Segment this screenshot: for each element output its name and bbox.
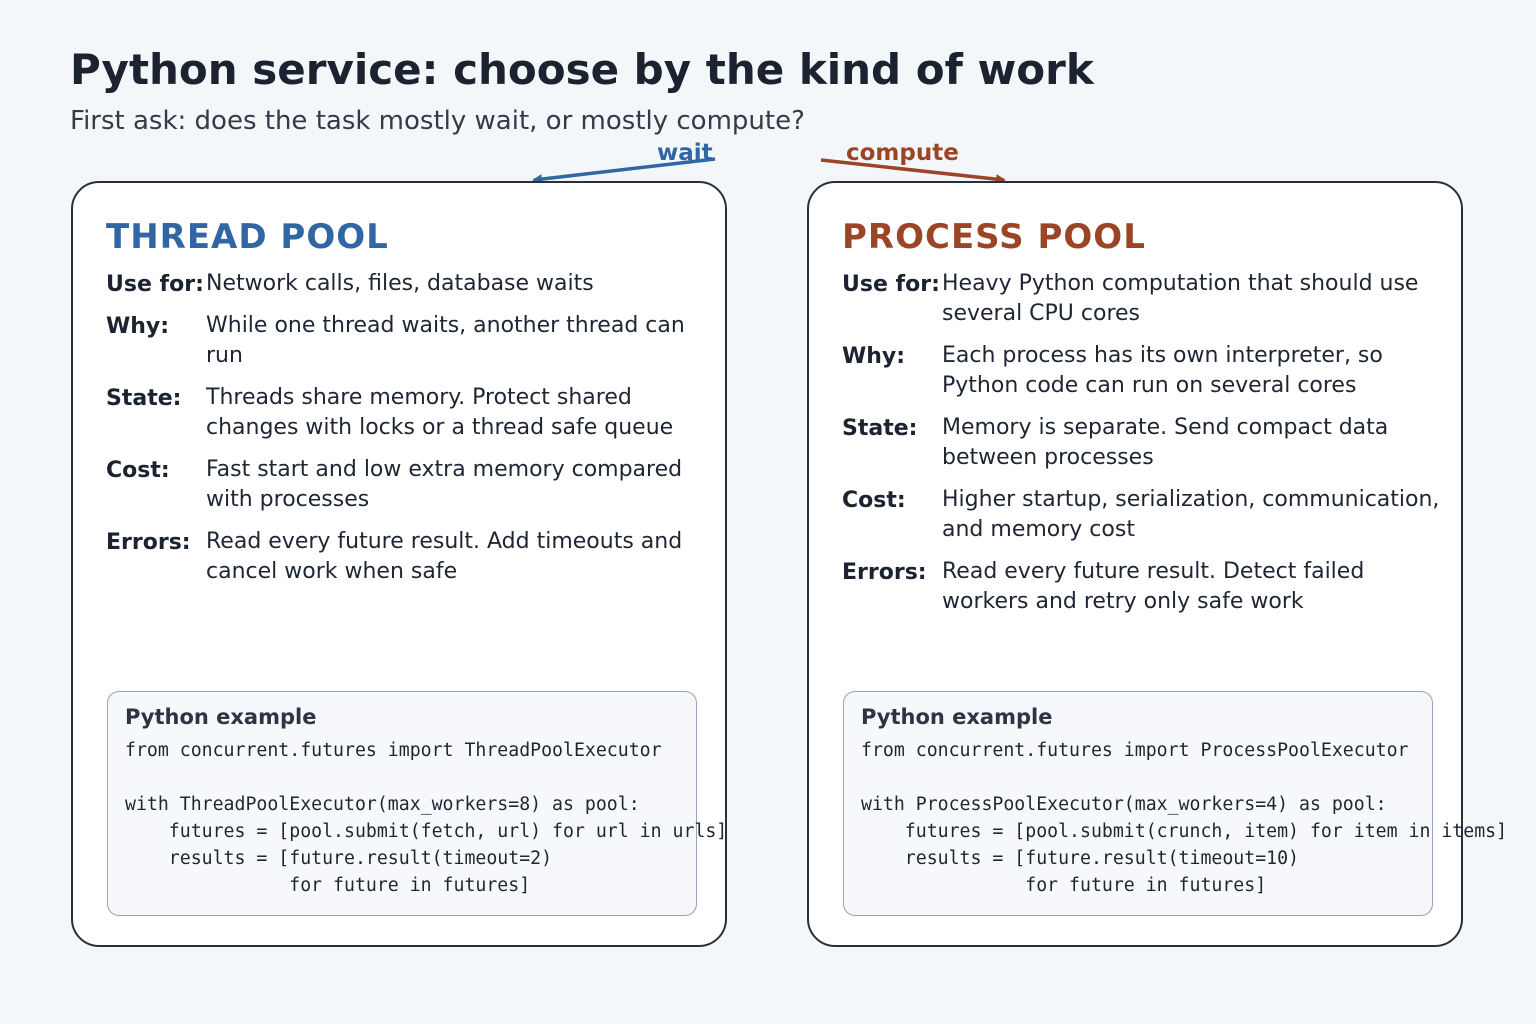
wait-arrow-label: wait bbox=[657, 140, 713, 166]
page-title: Python service: choose by the kind of wo… bbox=[70, 45, 1094, 94]
row-text: Heavy Python computation that should use… bbox=[942, 271, 1419, 326]
code-line bbox=[861, 764, 1507, 791]
thread-row-why: Why: While one thread waits, another thr… bbox=[106, 311, 706, 371]
code-line: from concurrent.futures import ProcessPo… bbox=[861, 740, 1409, 761]
row-text: While one thread waits, another thread c… bbox=[206, 313, 685, 368]
thread-row-errors: Errors: Read every future result. Add ti… bbox=[106, 527, 706, 587]
process-row-cost: Cost: Higher startup, serialization, com… bbox=[842, 485, 1442, 545]
row-label: Cost: bbox=[106, 458, 170, 483]
code-line: futures = [pool.submit(fetch, url) for u… bbox=[125, 821, 728, 842]
row-label: Why: bbox=[106, 314, 170, 339]
code-line: with ProcessPoolExecutor(max_workers=4) … bbox=[861, 794, 1387, 815]
code-line bbox=[125, 764, 727, 791]
code-block: from concurrent.futures import ThreadPoo… bbox=[125, 737, 727, 899]
row-text: Threads share memory. Protect shared cha… bbox=[206, 385, 674, 440]
row-label: Cost: bbox=[842, 488, 906, 513]
row-label: Errors: bbox=[106, 530, 191, 555]
thread-row-state: State: Threads share memory. Protect sha… bbox=[106, 383, 706, 443]
code-example-title: Python example bbox=[125, 705, 317, 729]
process-row-errors: Errors: Read every future result. Detect… bbox=[842, 557, 1442, 617]
compute-arrow-label: compute bbox=[846, 140, 959, 166]
code-line: for future in futures] bbox=[125, 875, 531, 896]
page-subtitle: First ask: does the task mostly wait, or… bbox=[70, 106, 805, 136]
thread-code-example: Python example from concurrent.futures i… bbox=[107, 691, 727, 916]
process-pool-title: PROCESS POOL bbox=[842, 217, 1146, 257]
code-line: futures = [pool.submit(crunch, item) for… bbox=[861, 821, 1508, 842]
row-label: Use for: bbox=[106, 272, 204, 297]
row-label: State: bbox=[106, 386, 182, 411]
decision-arrows bbox=[532, 157, 1006, 185]
row-text: Read every future result. Add timeouts a… bbox=[206, 529, 683, 584]
code-line: results = [future.result(timeout=10) bbox=[861, 848, 1299, 869]
code-line: results = [future.result(timeout=2) bbox=[125, 848, 553, 869]
row-label: State: bbox=[842, 416, 918, 441]
row-text: Higher startup, serialization, communica… bbox=[942, 487, 1440, 542]
row-label: Errors: bbox=[842, 560, 927, 585]
code-block: from concurrent.futures import ProcessPo… bbox=[861, 737, 1507, 899]
row-text: Network calls, files, database waits bbox=[206, 271, 594, 296]
row-text: Read every future result. Detect failed … bbox=[942, 559, 1365, 614]
row-text: Fast start and low extra memory compared… bbox=[206, 457, 683, 512]
thread-pool-title: THREAD POOL bbox=[106, 217, 389, 257]
row-text: Memory is separate. Send compact data be… bbox=[942, 415, 1389, 470]
code-line: for future in futures] bbox=[861, 875, 1267, 896]
code-line: with ThreadPoolExecutor(max_workers=8) a… bbox=[125, 794, 640, 815]
code-line: from concurrent.futures import ThreadPoo… bbox=[125, 740, 662, 761]
thread-pool-rows: Use for: Network calls, files, database … bbox=[106, 269, 706, 599]
process-row-use-for: Use for: Heavy Python computation that s… bbox=[842, 269, 1442, 329]
code-example-title: Python example bbox=[861, 705, 1053, 729]
thread-pool-card: THREAD POOL Use for: Network calls, file… bbox=[71, 181, 727, 947]
process-pool-rows: Use for: Heavy Python computation that s… bbox=[842, 269, 1442, 629]
row-label: Use for: bbox=[842, 272, 940, 297]
process-pool-card: PROCESS POOL Use for: Heavy Python compu… bbox=[807, 181, 1507, 947]
process-row-state: State: Memory is separate. Send compact … bbox=[842, 413, 1442, 473]
thread-row-use-for: Use for: Network calls, files, database … bbox=[106, 269, 706, 299]
process-row-why: Why: Each process has its own interprete… bbox=[842, 341, 1442, 401]
process-code-example: Python example from concurrent.futures i… bbox=[843, 691, 1507, 916]
row-text: Each process has its own interpreter, so… bbox=[942, 343, 1383, 398]
row-label: Why: bbox=[842, 344, 906, 369]
thread-row-cost: Cost: Fast start and low extra memory co… bbox=[106, 455, 706, 515]
